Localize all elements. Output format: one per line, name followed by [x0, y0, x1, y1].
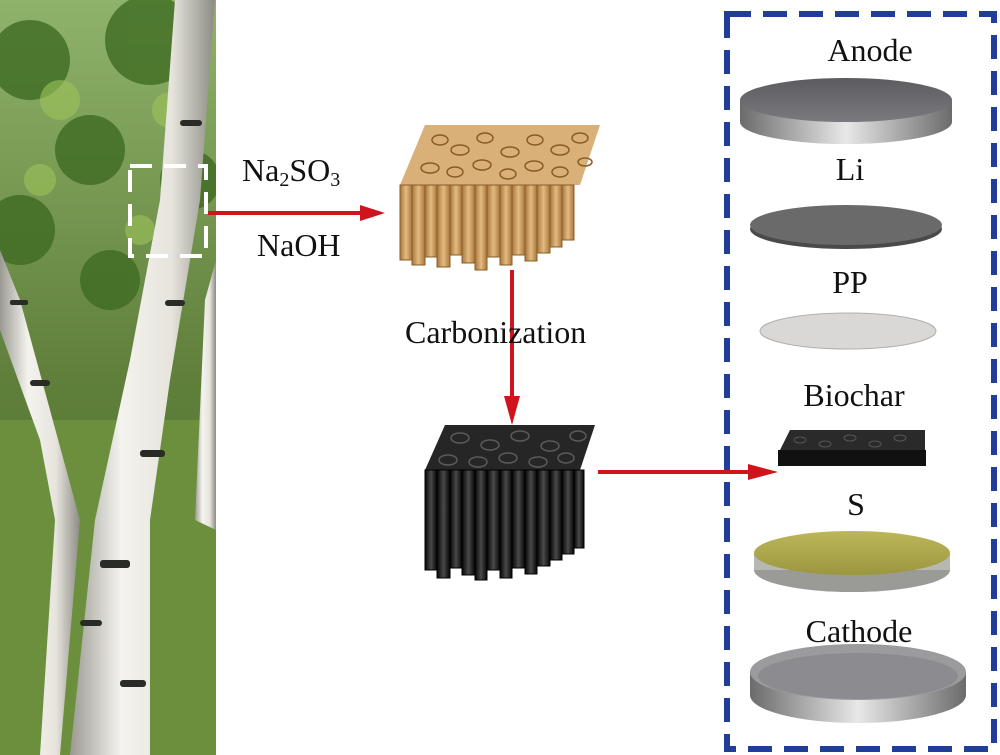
arrow-wood-to-biochar	[504, 270, 520, 425]
biochar-interlayer	[778, 430, 926, 466]
birch-tree-photo	[0, 0, 216, 755]
selection-box	[128, 164, 208, 258]
step-label-carbonization: Carbonization	[405, 314, 587, 350]
battery-cell-panel	[724, 11, 997, 752]
layer-label-biochar: Biochar	[803, 377, 905, 413]
arrow-biochar-to-cell	[598, 464, 778, 480]
delignified-wood-block	[399, 125, 600, 271]
sulfur-disc	[754, 531, 950, 592]
layer-label-li: Li	[835, 151, 865, 187]
arrow-tree-to-wood	[208, 205, 385, 221]
layer-label-anode: Anode	[827, 32, 913, 68]
anode-disc	[740, 78, 952, 144]
lithium-disc	[750, 205, 942, 249]
pp-separator-disc	[759, 312, 937, 350]
layer-label-pp: PP	[832, 264, 868, 300]
layer-label-cathode: Cathode	[805, 613, 913, 649]
reagent-label-naoh: NaOH	[257, 227, 341, 263]
reagent-label-sulfite: Na2SO3	[242, 152, 341, 191]
layer-label-s: S	[847, 486, 865, 522]
cathode-case	[750, 644, 966, 723]
biochar-block	[424, 425, 595, 581]
